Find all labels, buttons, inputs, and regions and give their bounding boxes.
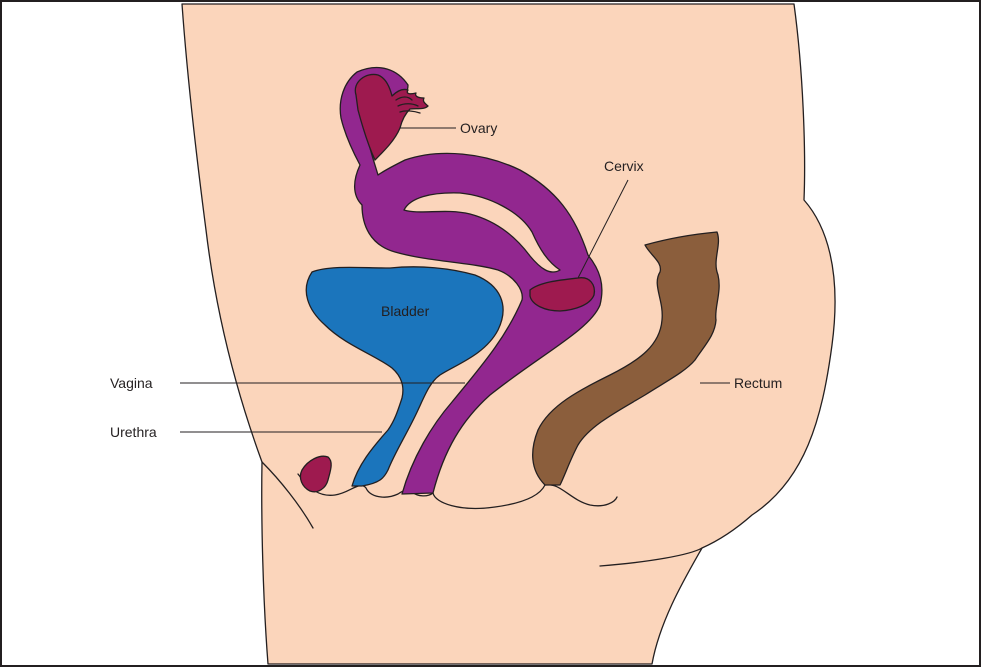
rectum-label: Rectum xyxy=(734,375,782,391)
bladder-label: Bladder xyxy=(381,303,430,319)
urethra-label: Urethra xyxy=(110,424,157,440)
vagina-label: Vagina xyxy=(110,375,153,391)
cervix-label: Cervix xyxy=(604,158,644,174)
ovary-label: Ovary xyxy=(460,120,497,136)
